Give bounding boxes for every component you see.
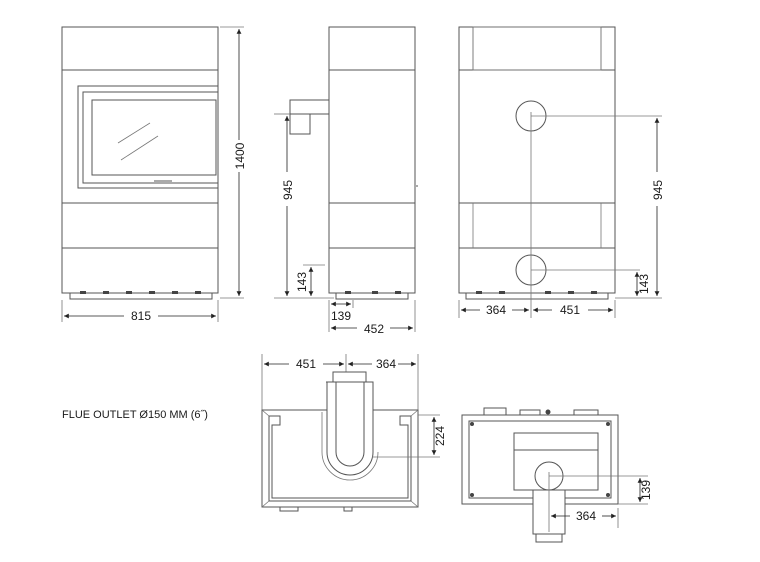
dim-top-left: 451 <box>296 357 316 371</box>
flue-outlet-note: FLUE OUTLET Ø150 MM (6˝) <box>62 409 208 421</box>
side-flue-outlet <box>289 99 330 115</box>
dim-back-outlet-height: 945 <box>651 180 665 200</box>
dim-side-offset: 139 <box>331 309 351 323</box>
dim-front-height: 1400 <box>233 142 247 169</box>
dim-bottom-depth: 139 <box>639 480 653 500</box>
dim-back-left: 364 <box>486 303 506 317</box>
dim-side-bottom-height: 143 <box>295 272 309 292</box>
dim-side-outlet-height: 945 <box>281 180 295 200</box>
dim-back-bottom-height: 143 <box>637 274 651 294</box>
door-glass <box>91 99 217 176</box>
top-view: 451 364 224 <box>261 354 447 512</box>
top-flue-pipe <box>326 381 374 476</box>
front-view: 1400 815 <box>61 26 247 323</box>
dim-top-right: 364 <box>376 357 396 371</box>
dim-side-depth: 452 <box>364 322 384 336</box>
back-view: 945 143 364 451 <box>458 26 665 318</box>
dim-top-depth: 224 <box>433 426 447 446</box>
side-view: 945 143 139 452 <box>274 26 418 336</box>
dim-bottom-width: 364 <box>576 509 596 523</box>
bottom-view: 139 364 <box>461 407 653 543</box>
dim-back-right: 451 <box>560 303 580 317</box>
dim-front-width: 815 <box>131 309 151 323</box>
